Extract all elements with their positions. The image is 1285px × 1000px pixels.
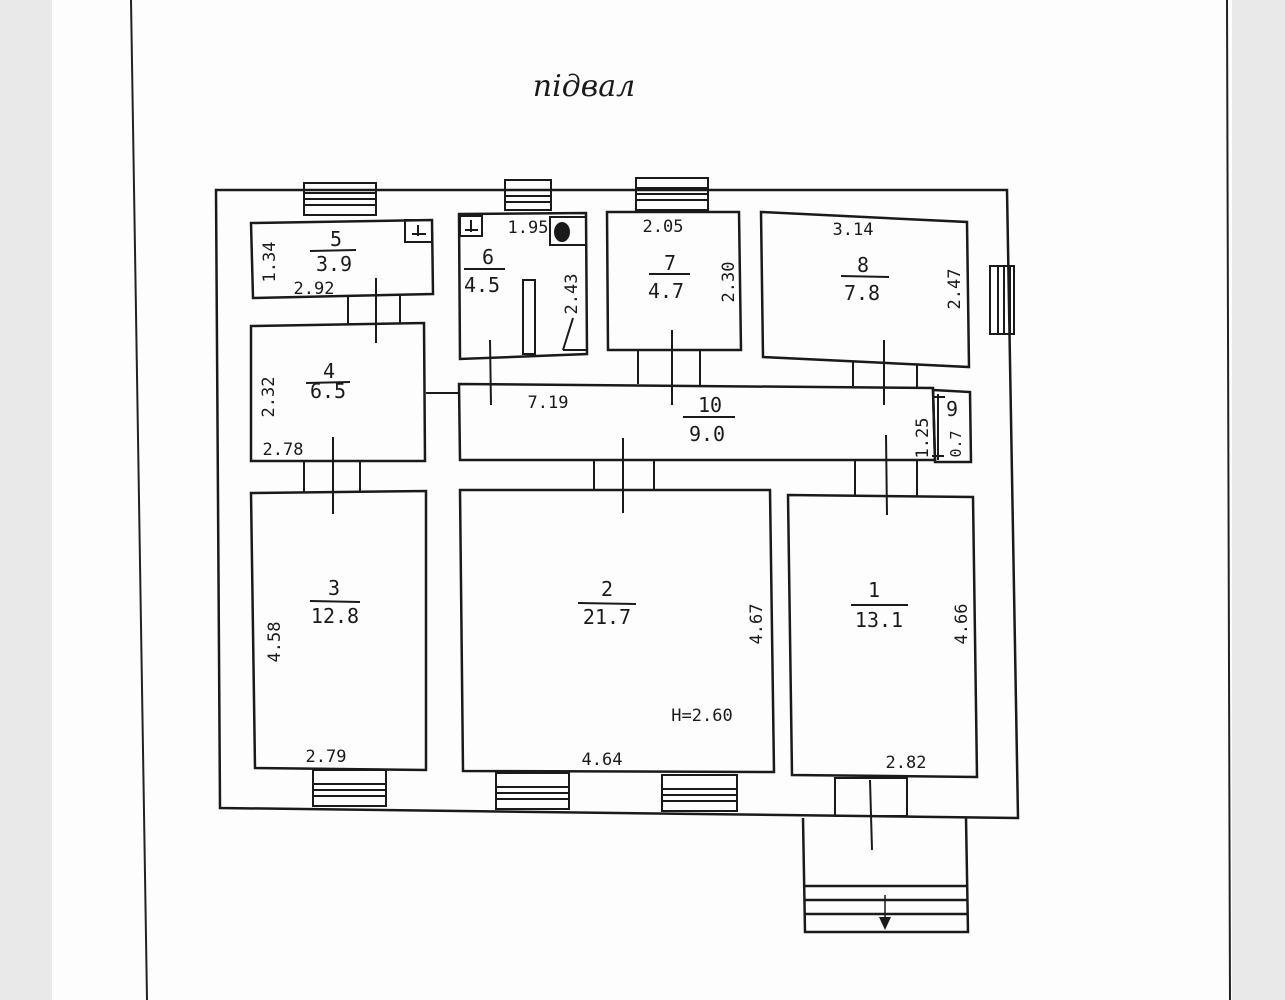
room-3-width: 2.79 (306, 747, 347, 767)
room-10-area: 9.0 (689, 422, 725, 446)
room-7-area: 4.7 (648, 279, 684, 303)
doorways (303, 278, 918, 516)
label-underlines (305, 249, 908, 606)
sink-icon (459, 215, 483, 237)
room-8-number: 8 (857, 253, 869, 277)
stove-icon (404, 219, 433, 243)
room-6-area: 4.5 (464, 273, 500, 297)
room-8-width: 3.14 (833, 220, 874, 240)
room-5-number: 5 (330, 227, 342, 251)
room-9-outline (931, 388, 973, 464)
room-4-area: 6.5 (310, 379, 346, 403)
sheet-margin-right (1226, 0, 1231, 1000)
outer-wall (214, 188, 1020, 820)
window-bottom-2 (495, 772, 570, 810)
room-2-height: 4.67 (747, 604, 767, 645)
window-top-2 (504, 179, 552, 211)
room-9-height: 1.25 (913, 418, 933, 459)
room-1-height: 4.66 (952, 604, 972, 645)
room-2-area: 21.7 (583, 605, 631, 629)
room-5-height: 1.34 (260, 242, 280, 283)
sheet-margin-left (130, 0, 148, 1000)
window-top-1 (303, 182, 377, 216)
drawing-sheet (52, 0, 1232, 1000)
room-8-outline (759, 210, 971, 369)
windows (303, 177, 1015, 817)
partition-wall (522, 279, 536, 355)
toilet-icon (549, 216, 587, 246)
room-7-height: 2.30 (719, 262, 739, 303)
room-9-number: 9 (946, 397, 958, 421)
plan-title: підвал (533, 69, 635, 104)
window-bottom-1 (312, 769, 387, 807)
room-6-number: 6 (482, 245, 494, 269)
room-5-outline (249, 218, 435, 300)
room-2-number: 2 (601, 577, 613, 601)
room-5-width: 2.92 (294, 279, 335, 299)
room-8-height: 2.47 (945, 269, 965, 310)
room-2-width: 4.64 (582, 750, 623, 770)
room-6-width: 1.95 (508, 218, 549, 238)
window-bottom-3 (661, 774, 738, 812)
room-7-width: 2.05 (643, 217, 684, 237)
room-3-height: 4.58 (265, 622, 285, 663)
room-2-outline (458, 488, 776, 774)
room-1-area: 13.1 (855, 608, 903, 632)
room-10-number: 10 (698, 393, 722, 417)
window-top-3 (635, 177, 709, 211)
window-right (989, 265, 1015, 335)
room-6-outline (457, 211, 589, 361)
room-3-outline (249, 489, 428, 772)
room-9-area: 0.7 (947, 430, 965, 457)
window-bottom-4 (834, 777, 908, 817)
room-1-number: 1 (868, 578, 880, 602)
room-4-height: 2.32 (259, 377, 279, 418)
room-10-width: 7.19 (528, 393, 569, 413)
room-1-width: 2.82 (886, 753, 927, 773)
room-6-height: 2.43 (562, 274, 582, 315)
room-3-area: 12.8 (311, 604, 359, 628)
ceiling-height-note: H=2.60 (671, 706, 732, 726)
room-7-outline (605, 210, 743, 352)
room-5-area: 3.9 (316, 252, 352, 276)
room-4-outline (249, 321, 427, 463)
room-8-area: 7.8 (844, 281, 880, 305)
room-4-width: 2.78 (263, 440, 304, 460)
room-1-outline (786, 493, 979, 779)
fixtures (404, 215, 945, 460)
entrance-stair (801, 779, 970, 934)
room-3-number: 3 (328, 576, 340, 600)
room-7-number: 7 (664, 251, 676, 275)
room-4-number: 4 (323, 359, 335, 383)
